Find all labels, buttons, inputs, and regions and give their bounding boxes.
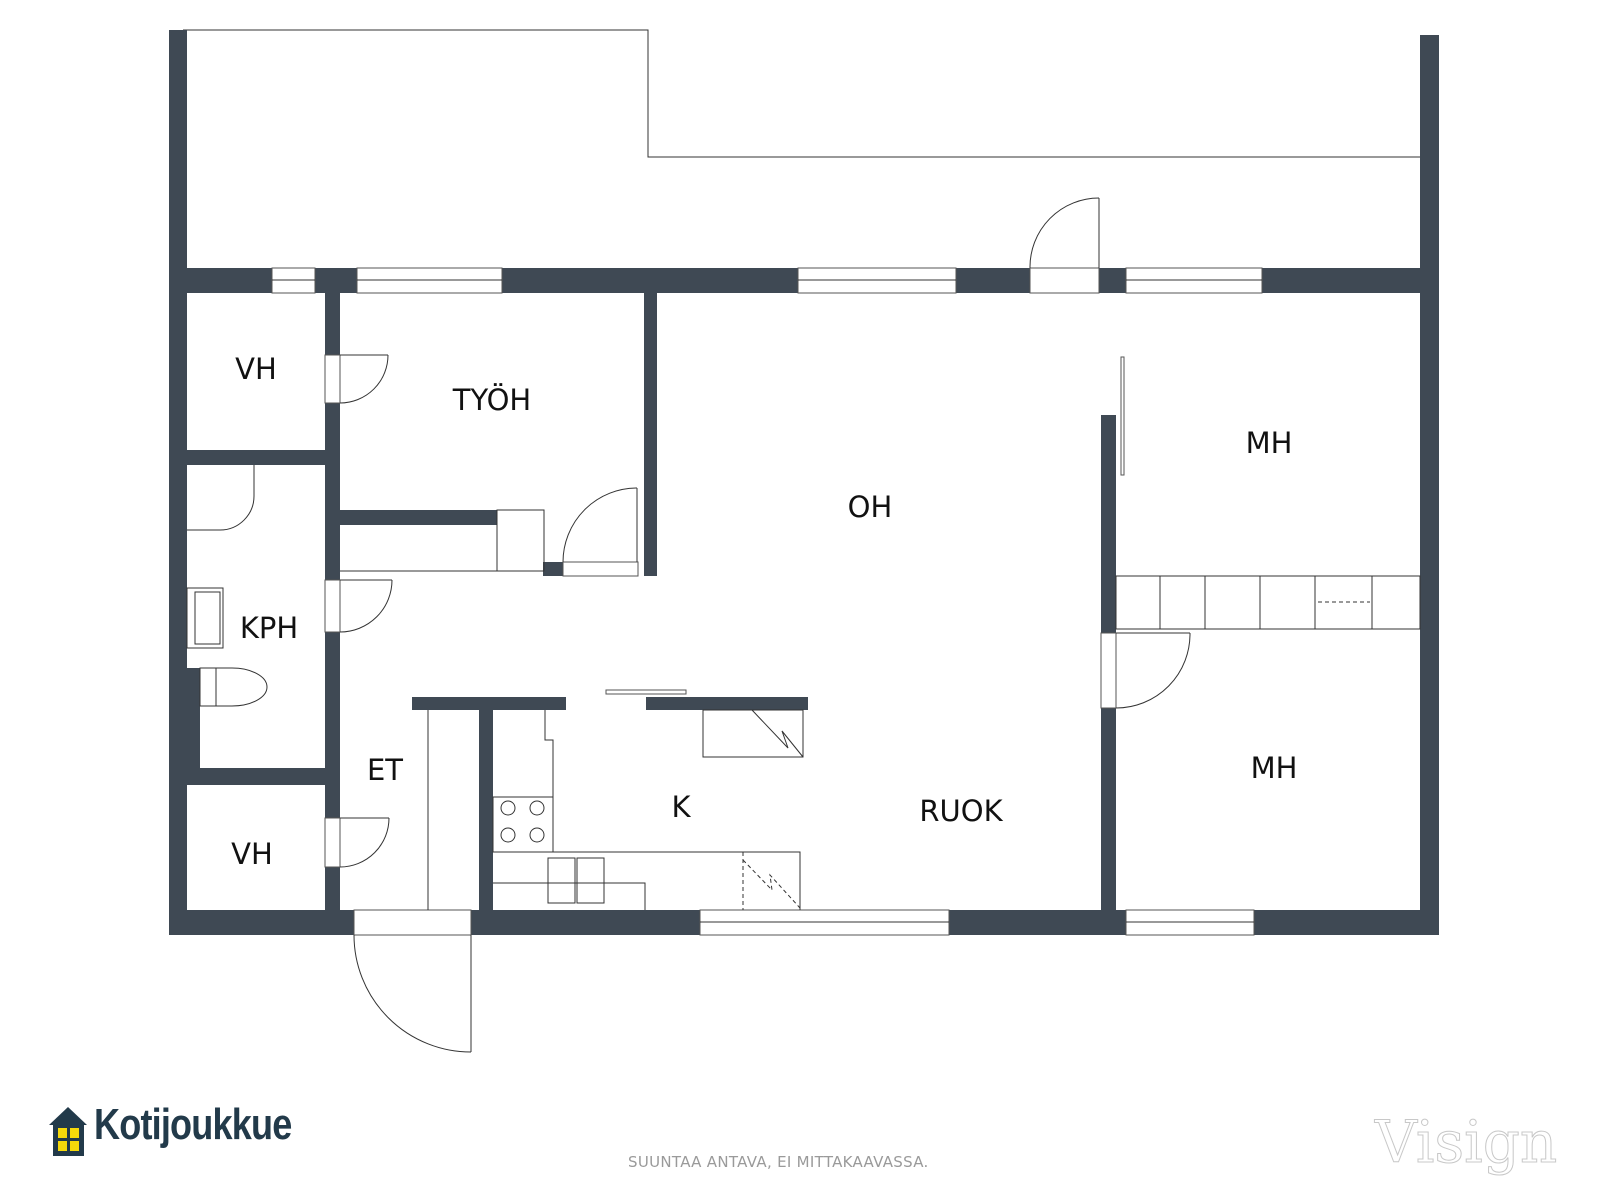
- interior-doors: [324, 354, 1191, 868]
- kotijoukkue-logo: Kotijoukkue: [48, 1100, 335, 1150]
- kotijoukkue-logo-icon: [49, 1107, 87, 1156]
- entrance-door: [353, 909, 472, 1053]
- room-label-tyoh: TYÖH: [452, 383, 532, 417]
- brand-name: Kotijoukkue: [94, 1100, 292, 1149]
- room-label-oh: OH: [847, 490, 893, 524]
- terrace-outline: [183, 29, 1420, 158]
- room-label-kph: KPH: [239, 611, 299, 645]
- balcony-door: [1029, 197, 1100, 294]
- outer-walls: [169, 30, 1439, 935]
- room-label-mh-top: MH: [1245, 426, 1293, 460]
- fixtures: [186, 465, 1421, 910]
- room-label-et: ET: [366, 753, 404, 787]
- windows: [271, 267, 1263, 936]
- room-label-vh-top: VH: [235, 352, 277, 386]
- disclaimer-text: SUUNTAA ANTAVA, EI MITTAKAAVASSA.: [628, 1153, 929, 1171]
- visign-watermark: Visign: [1374, 1108, 1558, 1177]
- room-label-mh-bottom: MH: [1250, 751, 1298, 785]
- room-label-k: K: [671, 790, 691, 824]
- room-label-vh-bottom: VH: [231, 837, 273, 871]
- room-label-ruok: RUOK: [919, 794, 1003, 828]
